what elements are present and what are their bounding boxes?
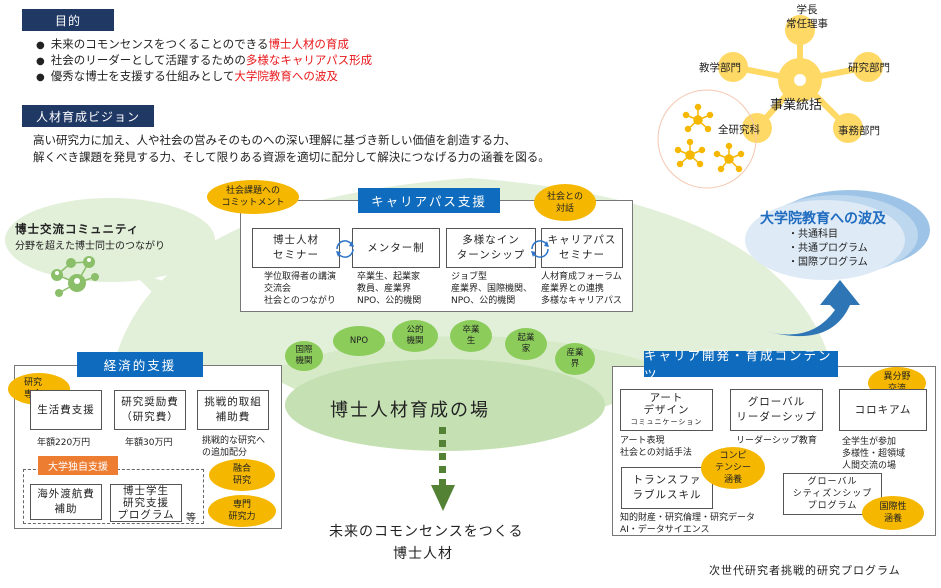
career-support-title: キャリアパス支援 — [358, 188, 500, 213]
notes-colloquium: 全学生が参加多様性・超領域人間交流の場 — [842, 437, 906, 471]
oval-competency: コンピテンシー涵養 — [701, 447, 765, 489]
box-challenge-grant: 挑戦的取組補助費 — [197, 390, 269, 430]
note-living-amount: 年額220万円 — [37, 438, 91, 448]
notes-art-design: アート表現社会との対話手法 — [620, 436, 692, 458]
community-title: 博士交流コミュニティ — [15, 222, 140, 236]
box-phd-seminar: 博士人材セミナー — [252, 228, 340, 268]
vision-title: 人材育成ビジョン — [22, 105, 154, 127]
purpose-title: 目的 — [22, 9, 114, 31]
network-icon — [713, 142, 745, 173]
box-global-leadership: グローバルリーダーシップ — [730, 389, 823, 431]
notes-phd-seminar: 学位取得者の講演交流会社会とのつながり — [264, 272, 337, 306]
note-research-amount: 年額30万円 — [125, 438, 173, 448]
note-challenge: 挑戦的な研究への追加配分 — [202, 436, 266, 458]
community-bubble — [5, 198, 215, 282]
curved-up-arrow — [762, 280, 860, 337]
cycle-arrows-icon — [531, 240, 549, 258]
org-node-bottom-left: 全研究科 — [718, 124, 760, 136]
economic-support-title: 経済的支援 — [77, 352, 203, 377]
box-mentor: メンター制 — [352, 228, 440, 268]
notes-career-seminar: 人材育成フォーラム産業界との連携多様なキャリアパス — [541, 272, 622, 306]
graduate-education-title: 大学院教育への波及 — [760, 211, 886, 227]
footer-program-name: 次世代研究者挑戦的研究プログラム — [709, 564, 901, 577]
box-research-grant: 研究奨励費（研究費） — [114, 390, 186, 430]
network-icon — [674, 138, 706, 168]
purpose-item: 優秀な博士を支援する仕組みとして大学院教育への波及 — [36, 69, 372, 85]
partner-public-org: 公的機関 — [392, 320, 438, 352]
box-living-support: 生活費支援 — [30, 390, 102, 430]
box-global-citizenship: グローバルシティズンシッププログラム — [783, 473, 882, 515]
partner-npo: NPO — [333, 326, 385, 356]
box-overseas-travel: 海外渡航費補助 — [30, 484, 102, 520]
box-colloquium: コロキアム — [839, 389, 927, 431]
oval-specialist-research: 専門研究力 — [208, 495, 276, 527]
oval-social-dialogue: 社会との対話 — [534, 184, 596, 221]
purpose-item: 社会のリーダーとして活躍するための多様なキャリアパス形成 — [36, 53, 372, 69]
org-node-bottom-right: 事務部門 — [838, 125, 880, 137]
notes-internship: ジョブ型産業界、国際機関、NPO、公的機関 — [451, 272, 533, 306]
org-diagram — [657, 15, 883, 189]
oval-internationality: 国際性涵養 — [862, 496, 924, 530]
box-career-seminar: キャリアパスセミナー — [541, 228, 623, 268]
partner-entrepreneur: 起業家 — [505, 328, 547, 360]
notes-global-leadership: リーダーシップ教育 — [736, 436, 817, 446]
network-icon — [682, 103, 714, 133]
vision-text: 高い研究力に加え、人や社会の営みそのものへの深い理解に基づき新しい価値を創造する… — [33, 133, 550, 164]
box-phd-program: 博士学生研究支援プログラム — [110, 484, 182, 522]
org-center: 事業統括 — [770, 98, 823, 113]
center-ellipse — [285, 359, 605, 451]
result-line2: 博士人材 — [393, 546, 453, 562]
graduate-education-shapes — [745, 190, 930, 337]
purpose-list: 未来のコモンセンスをつくることのできる博士人材の育成 社会のリーダーとして活躍す… — [36, 37, 372, 85]
people-network-icon — [51, 256, 99, 297]
partner-intl-org: 国際機関 — [285, 341, 323, 371]
etc-label: 等 — [186, 513, 196, 524]
career-dev-title: キャリア開発・育成コンテンツ — [644, 348, 838, 382]
dotted-down-arrow — [431, 427, 455, 511]
org-node-left: 教学部門 — [699, 62, 741, 74]
community-subtitle: 分野を超えた博士同士のつながり — [15, 241, 165, 252]
org-node-right: 研究部門 — [848, 62, 890, 74]
person-icon — [794, 74, 806, 86]
box-internship: 多様なインターンシップ — [446, 228, 536, 268]
partner-alumni: 卒業生 — [450, 320, 492, 352]
graduate-education-list: ・共通科目・共通プログラム・国際プログラム — [788, 229, 868, 268]
purpose-item: 未来のコモンセンスをつくることのできる博士人材の育成 — [36, 37, 372, 53]
partner-industry: 産業界 — [555, 343, 595, 375]
org-node-top: 学長常任理事 — [786, 4, 828, 30]
box-art-design: アートデザインコミュニケーション — [620, 389, 713, 431]
result-line1: 未来のコモンセンスをつくる — [329, 524, 524, 540]
center-title: 博士人材育成の場 — [330, 400, 490, 421]
oval-social-commitment: 社会課題へのコミットメント — [207, 180, 299, 214]
cycle-arrows-icon — [336, 240, 354, 258]
box-transferable-skills: トランスファラブルスキル — [621, 467, 713, 509]
own-support-title: 大学独自支援 — [38, 456, 118, 475]
oval-fusion-research: 融合研究 — [209, 459, 275, 491]
